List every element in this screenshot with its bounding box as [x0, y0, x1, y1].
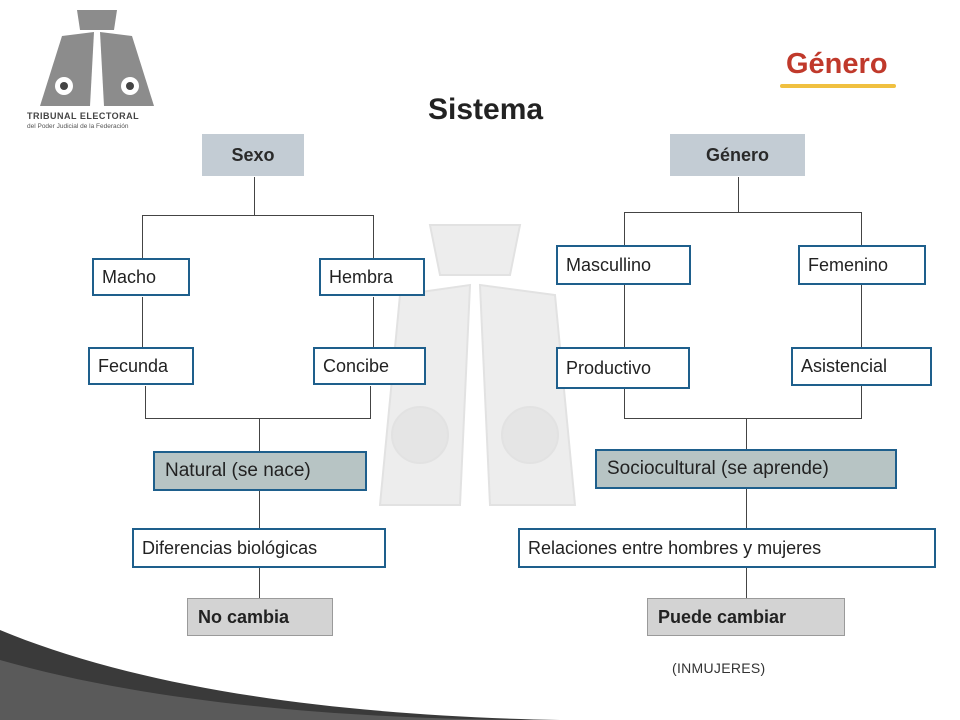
node-natural: Natural (se nace) [153, 451, 367, 491]
connector [746, 418, 747, 449]
connector [624, 389, 625, 418]
connector [145, 418, 371, 419]
connector [861, 386, 862, 418]
connector [624, 212, 862, 213]
connector [254, 177, 255, 215]
connector [746, 568, 747, 598]
node-diferencias-biologicas: Diferencias biológicas [132, 528, 386, 568]
page-subtitle: Sistema [428, 93, 544, 126]
connector [259, 568, 260, 598]
connector [861, 285, 862, 347]
node-femenino: Femenino [798, 245, 926, 285]
node-no-cambia: No cambia [187, 598, 333, 636]
node-macho: Macho [92, 258, 190, 296]
node-puede-cambiar: Puede cambiar [647, 598, 845, 636]
watermark-emblem-icon [378, 224, 577, 506]
node-sociocultural: Sociocultural (se aprende) [595, 449, 897, 489]
node-fecunda: Fecunda [88, 347, 194, 385]
title-underline [780, 84, 896, 88]
connector [624, 285, 625, 347]
node-asistencial: Asistencial [791, 347, 932, 386]
connector [746, 489, 747, 528]
connector [142, 297, 143, 347]
connector [861, 212, 862, 245]
corner-swoosh-decoration [0, 630, 560, 720]
logo-text-line2: del Poder Judicial de la Federación [27, 123, 129, 130]
connector [373, 297, 374, 347]
connector [142, 215, 374, 216]
connector [370, 386, 371, 418]
connector [738, 177, 739, 212]
node-sexo: Sexo [202, 134, 304, 176]
connector [145, 386, 146, 418]
tribunal-scales-logo-icon [40, 10, 154, 106]
connector [142, 215, 143, 258]
node-relaciones: Relaciones entre hombres y mujeres [518, 528, 936, 568]
node-genero: Género [670, 134, 805, 176]
connector [259, 418, 260, 451]
source-citation: (INMUJERES) [672, 660, 766, 676]
node-concibe: Concibe [313, 347, 426, 385]
tribunal-logo: TRIBUNAL ELECTORAL del Poder Judicial de… [22, 8, 172, 133]
node-productivo: Productivo [556, 347, 690, 389]
connector [624, 212, 625, 245]
node-masculino: Mascullino [556, 245, 691, 285]
node-hembra: Hembra [319, 258, 425, 296]
connector [373, 215, 374, 258]
page-title: Género [786, 48, 888, 80]
connector [259, 491, 260, 528]
connector [624, 418, 862, 419]
logo-text-line1: TRIBUNAL ELECTORAL [27, 111, 140, 121]
